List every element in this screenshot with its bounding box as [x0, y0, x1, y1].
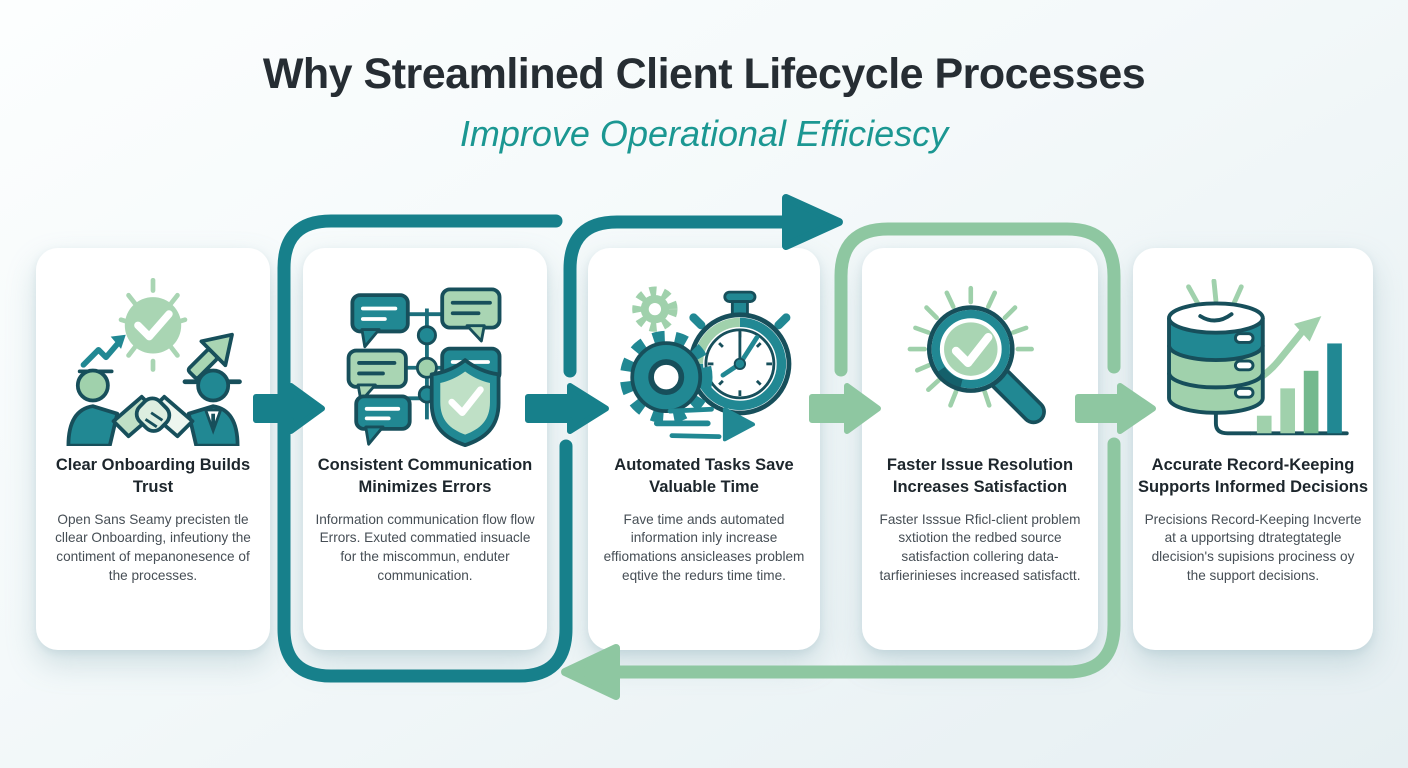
card4-icon-wrap — [894, 274, 1066, 450]
page-title: Why Streamlined Client Lifecycle Process… — [262, 50, 1146, 98]
header: Why Streamlined Client Lifecycle Process… — [0, 0, 1408, 155]
page-subtitle: Improve Operational Efficiescy — [459, 113, 949, 154]
card5-body: Precisions Record-Keeping Incverte at a … — [1144, 511, 1362, 583]
card1-body: Open Sans Seamy precisten tle cllear Onb… — [55, 511, 251, 583]
card-accurate-record-keeping: Accurate Record-Keeping Supports Informe… — [1133, 248, 1373, 650]
card4-title: Faster Issue Resolution Increases Satisf… — [886, 456, 1074, 497]
handshake-growth-icon — [66, 278, 242, 446]
card2-body: Information communication flow flow Erro… — [315, 511, 535, 583]
card-clear-onboarding: Clear Onboarding Builds Trust Open Sans … — [36, 248, 270, 650]
card2-icon-wrap — [335, 274, 515, 450]
magnifier-checkmark-icon — [907, 285, 1046, 425]
card-automated-tasks: Automated Tasks Save Valuable Time Fave … — [588, 248, 820, 650]
card1-title: Clear Onboarding Builds Trust — [55, 456, 251, 497]
card5-icon-wrap — [1155, 274, 1351, 450]
card-consistent-communication: Consistent Communication Minimizes Error… — [303, 248, 547, 650]
card3-body: Fave time ands automated information inl… — [603, 511, 805, 583]
database-bar-chart-icon — [1167, 279, 1349, 436]
communication-flow-shield-icon — [346, 287, 502, 448]
card-faster-issue-resolution: Faster Issue Resolution Increases Satisf… — [862, 248, 1098, 650]
green-return-arrowhead-icon — [561, 644, 620, 700]
gears-stopwatch-icon — [619, 286, 792, 442]
card4-body: Faster Isssue Rficl-client problem sxtio… — [879, 511, 1081, 583]
card5-title: Accurate Record-Keeping Supports Informe… — [1137, 456, 1369, 497]
card2-title: Consistent Communication Minimizes Error… — [317, 456, 533, 497]
card3-icon-wrap — [606, 274, 802, 450]
teal-forward-arrowhead-icon — [782, 194, 843, 250]
card3-title: Automated Tasks Save Valuable Time — [614, 456, 794, 497]
card1-icon-wrap — [59, 274, 247, 450]
